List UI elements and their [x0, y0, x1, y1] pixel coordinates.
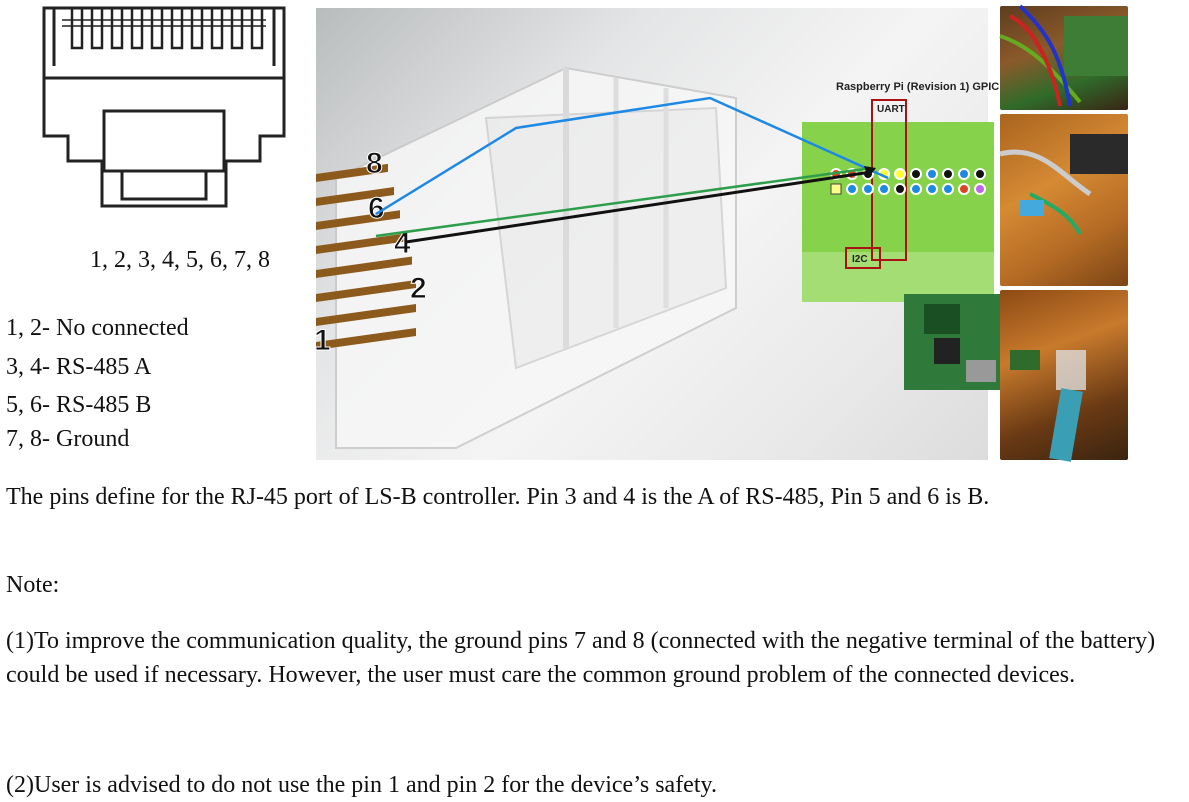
- wiring-photo-1: [999, 4, 1128, 110]
- note-1-paragraph: (1)To improve the communication quality,…: [6, 628, 1156, 688]
- pin-sequence-label: 1, 2, 3, 4, 5, 6, 7, 8: [90, 247, 270, 273]
- plug-number-6: 6: [368, 192, 385, 225]
- green-wire: [375, 166, 873, 238]
- rj45-plug-photo: 8 6 4 2 1 Raspberry Pi (Revision 1) GPIC…: [314, 8, 1000, 460]
- gpio-i2c-label: I2C: [852, 254, 868, 265]
- wiring-photo-2: [999, 114, 1128, 286]
- blue-wire: [375, 96, 889, 216]
- pin-group-3-4: 3, 4- RS-485 A: [6, 354, 152, 380]
- rj45-jack-drawing: [42, 6, 286, 216]
- wiring-photo-3: [1000, 290, 1128, 462]
- pin-description-paragraph: The pins define for the RJ-45 port of LS…: [6, 484, 990, 510]
- plug-number-2: 2: [410, 272, 427, 305]
- pin-group-1-2: 1, 2- No connected: [6, 315, 189, 341]
- plug-number-8: 8: [366, 147, 383, 180]
- plug-number-1: 1: [314, 324, 331, 357]
- black-wire: [405, 170, 872, 244]
- plug-number-4: 4: [394, 227, 411, 260]
- gpio-title: Raspberry Pi (Revision 1) GPIC: [836, 81, 999, 93]
- note-2-paragraph: (2)User is advised to do not use the pin…: [6, 772, 717, 798]
- pin-group-7-8: 7, 8- Ground: [6, 426, 130, 452]
- pin-group-5-6: 5, 6- RS-485 B: [6, 392, 152, 418]
- gpio-uart-label: UART: [877, 104, 905, 115]
- note-heading: Note:: [6, 572, 60, 598]
